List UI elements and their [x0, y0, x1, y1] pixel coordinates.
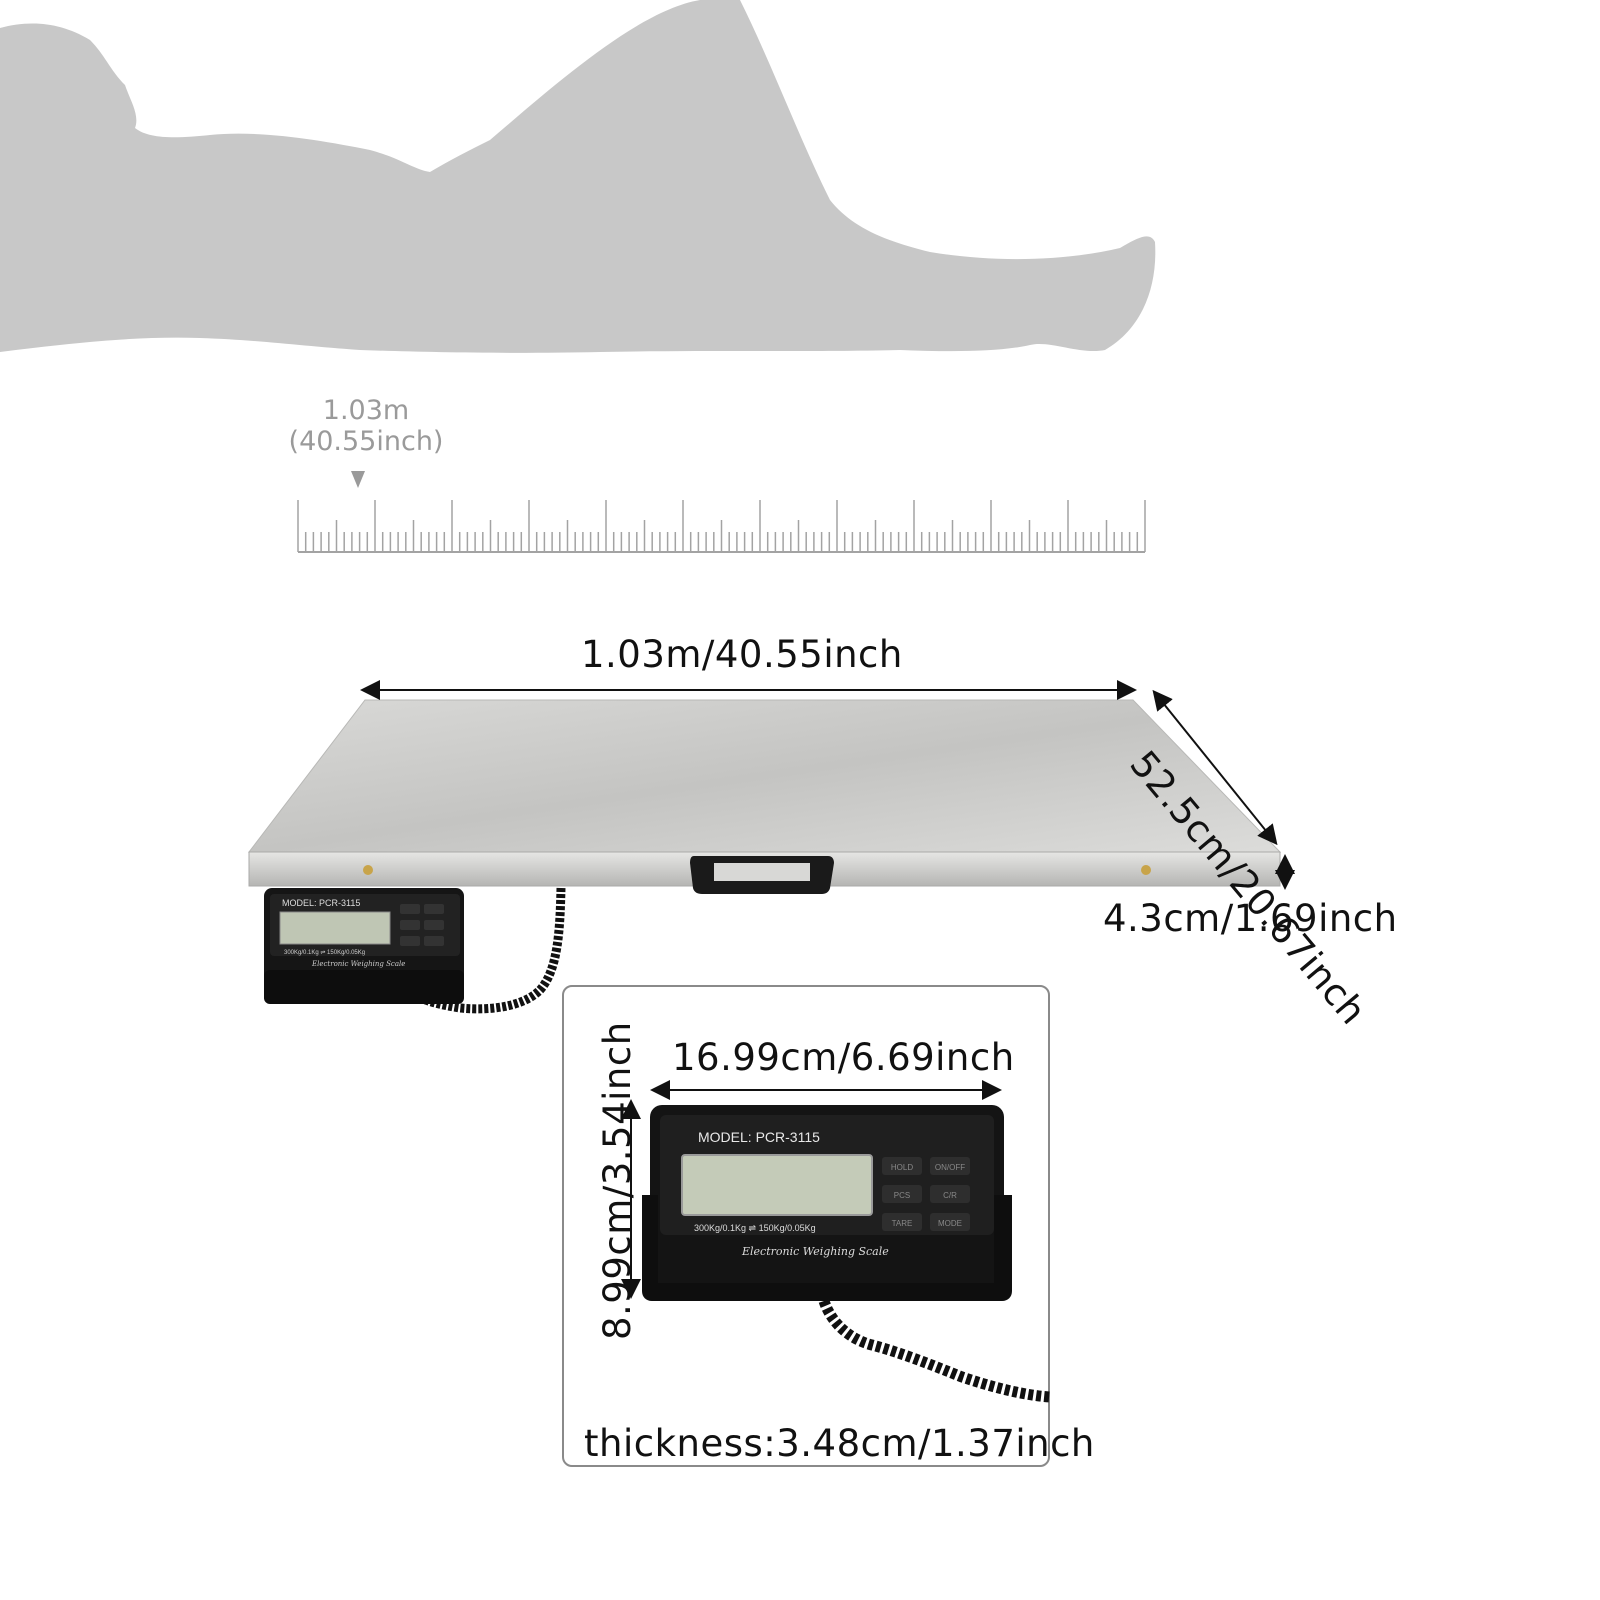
ruler-label-meters: 1.03m [322, 395, 410, 426]
tare-button[interactable] [882, 1213, 922, 1231]
mode-button-label: MODE [938, 1219, 962, 1228]
indicator-detail-frame [562, 985, 1050, 1467]
indicator-detail: MODEL: PCR-3115 300Kg/0.1Kg ⇌ 150Kg/0.05… [621, 1080, 1050, 1403]
bolt-icon [1141, 865, 1151, 875]
inset-width-label: 16.99cm/6.69inch [672, 1036, 1015, 1079]
indicator-small: MODEL: PCR-3115 300Kg/0.1Kg ⇌ 150Kg/0.05… [264, 888, 464, 1004]
width-dimension-line [1152, 689, 1278, 846]
indicator-model: MODEL: PCR-3115 [698, 1129, 820, 1145]
lying-person-silhouette-icon [0, 0, 1156, 353]
indicator-capacity: 300Kg/0.1Kg ⇌ 150Kg/0.05Kg [694, 1223, 816, 1233]
ruler [297, 500, 1146, 553]
mode-button[interactable] [930, 1213, 970, 1231]
lcd-display [681, 1154, 873, 1216]
on-off-button-label: ON/OFF [935, 1163, 965, 1172]
height-label: 4.3cm/1.69inch [1103, 897, 1398, 940]
pcs-button-label: PCS [894, 1191, 910, 1200]
indicator-small-model: MODEL: PCR-3115 [282, 898, 360, 908]
length-label: 1.03m/40.55inch [581, 633, 903, 676]
hold-button-label: HOLD [891, 1163, 913, 1172]
bolt-icon [363, 865, 373, 875]
indicator-small-capacity: 300Kg/0.1Kg ⇌ 150Kg/0.05Kg [284, 949, 365, 956]
indicator-buttons: HOLD ON/OFF PCS C/R TARE MODE [882, 1157, 970, 1231]
platform-dimensions [360, 680, 1295, 890]
hold-button[interactable] [882, 1157, 922, 1175]
c-r-button-label: C/R [943, 1191, 957, 1200]
pcs-button[interactable] [882, 1185, 922, 1203]
ruler-pointer-icon [351, 471, 365, 488]
indicator-coiled-cable [818, 1299, 1050, 1403]
ruler-label-inches: (40.55inch) [288, 426, 444, 457]
indicator-brand: Electronic Weighing Scale [741, 1245, 889, 1258]
c-r-button[interactable] [930, 1185, 970, 1203]
tare-button-label: TARE [892, 1219, 913, 1228]
indicator-stand [642, 1195, 1012, 1301]
inset-thickness-label: thickness:3.48cm/1.37inch [584, 1422, 1095, 1465]
on-off-button[interactable] [930, 1157, 970, 1175]
indicator-small-brand: Electronic Weighing Scale [311, 960, 405, 968]
